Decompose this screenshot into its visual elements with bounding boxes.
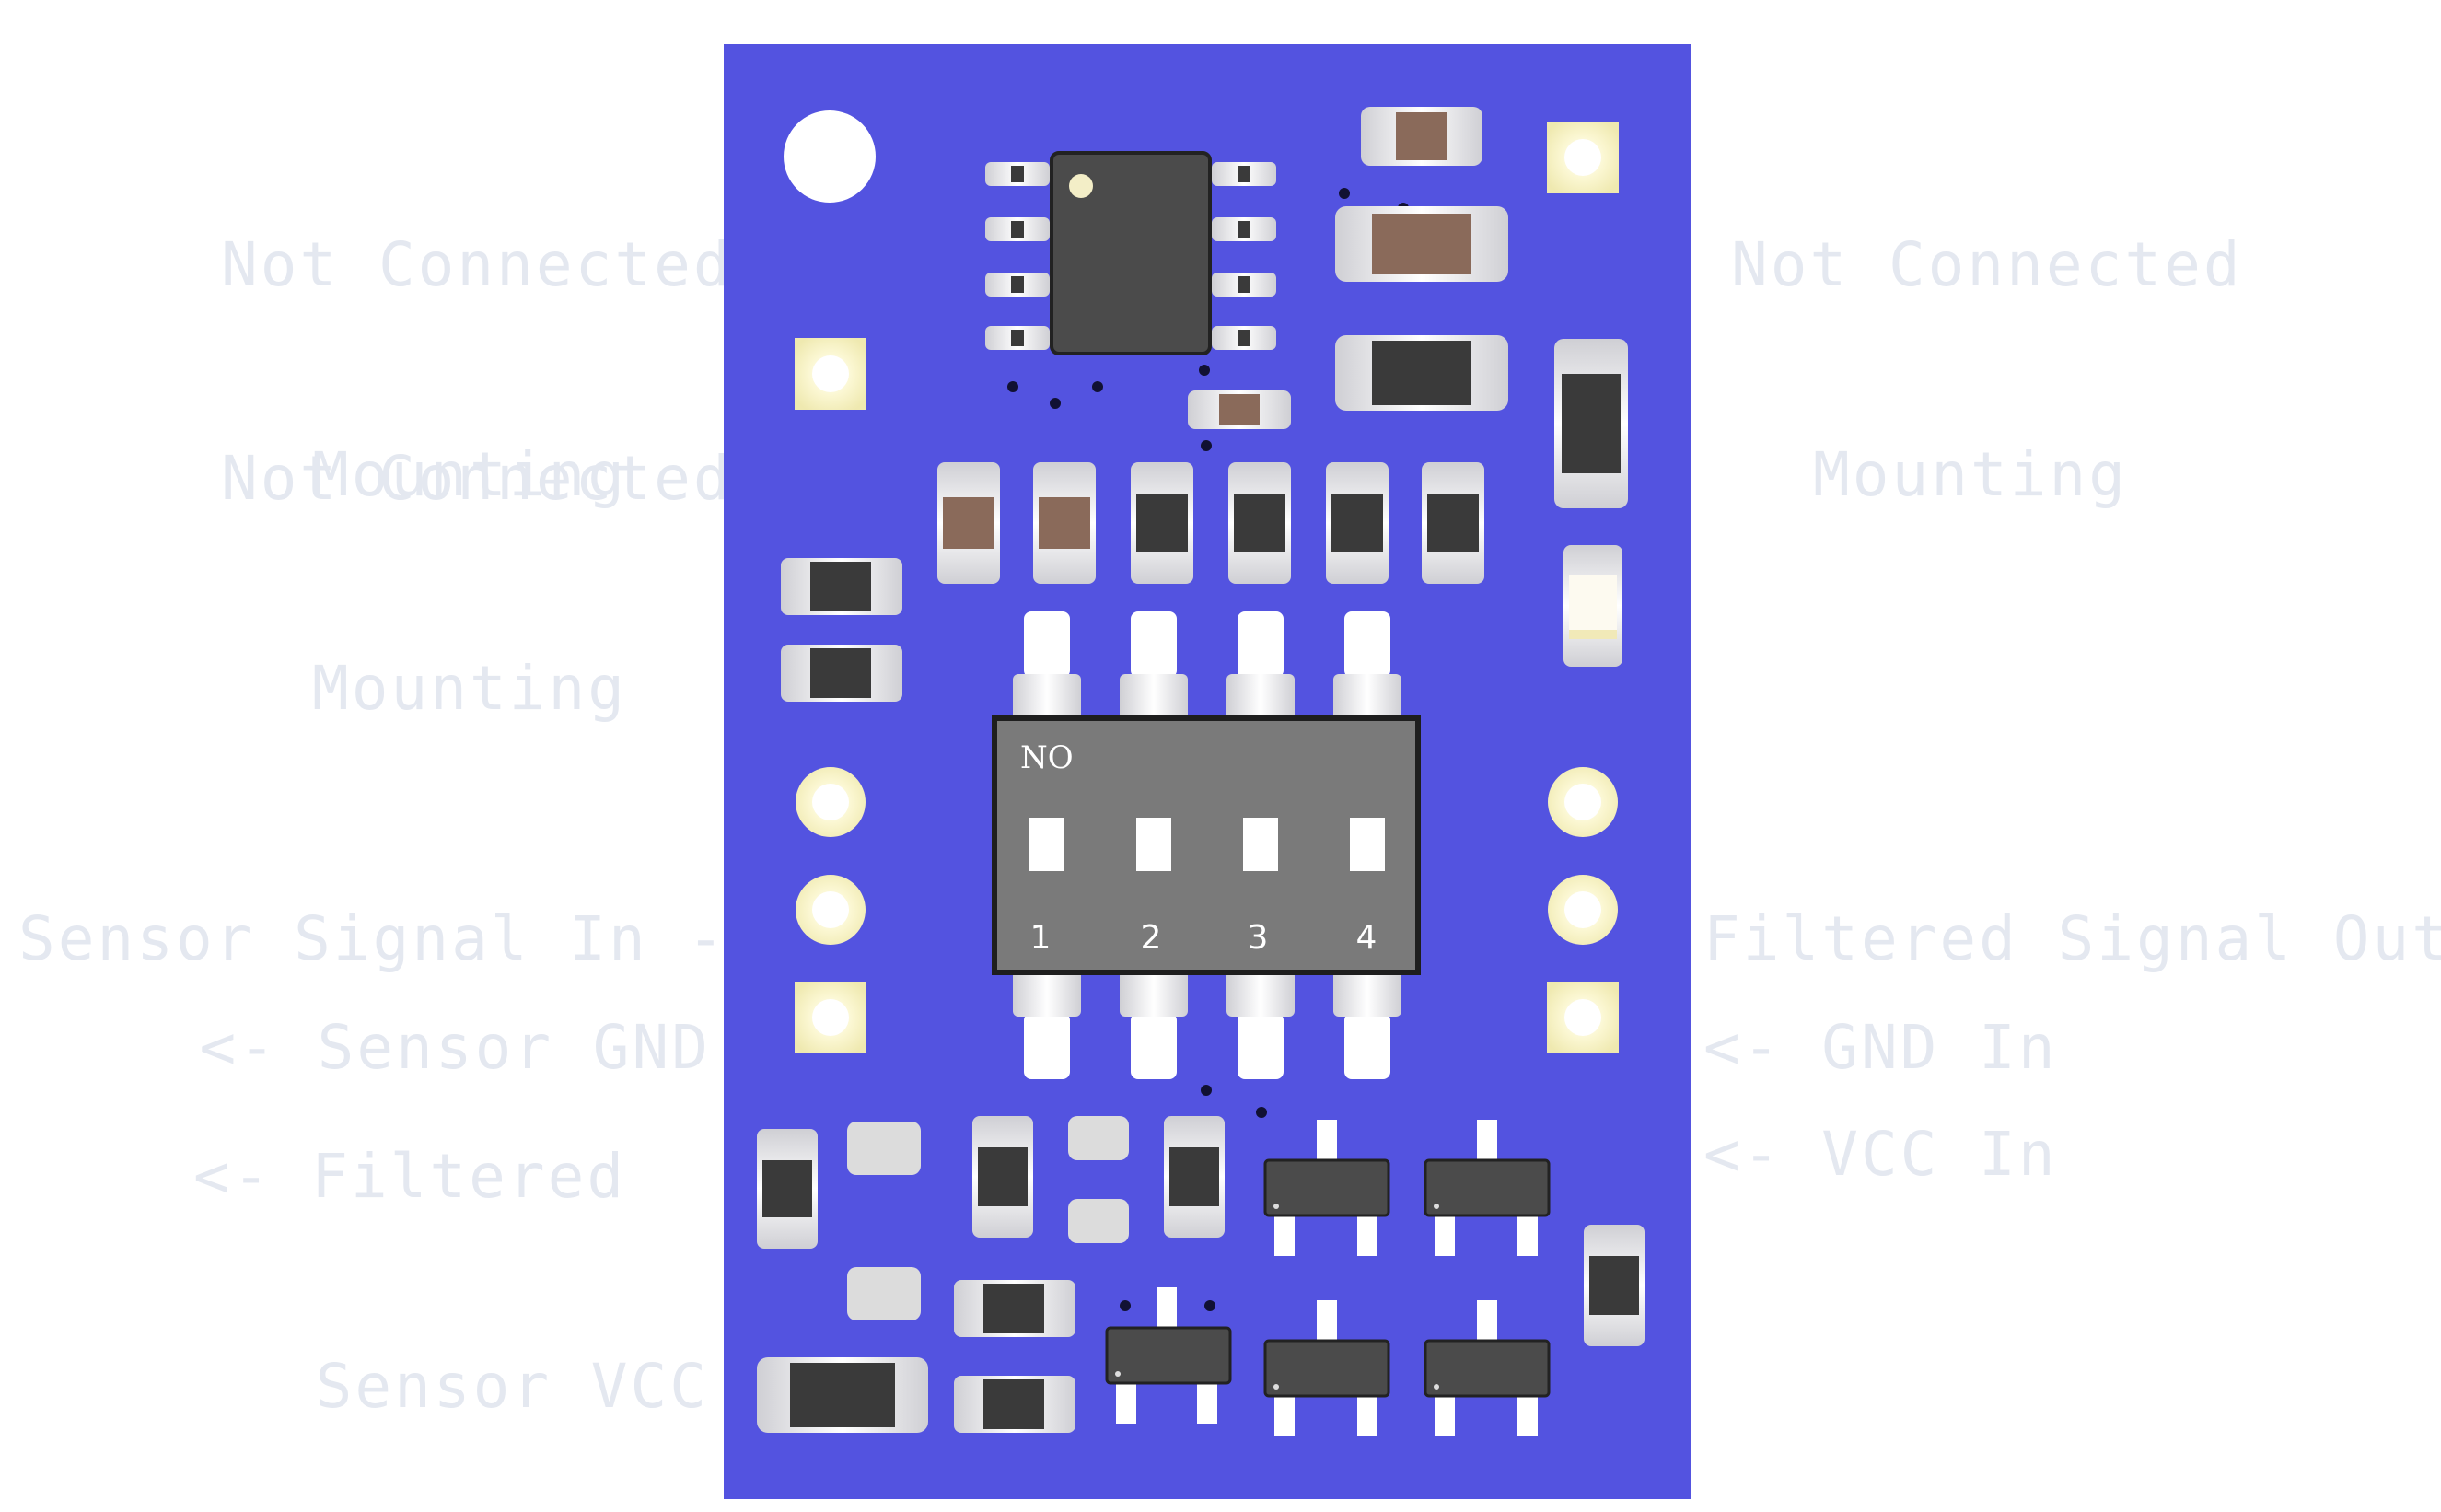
pad-gnd-in (1548, 875, 1618, 945)
ic-soic8 (985, 151, 1276, 355)
pad-sensor-signal-in (796, 767, 866, 837)
label-line: Mounting (312, 653, 627, 724)
label-vcc-in: <- VCC In (1703, 980, 2058, 1260)
resistor-r1 (1361, 107, 1482, 166)
capacitor-c14 (954, 1376, 1075, 1433)
label-line: <- VCC In (1703, 1119, 2058, 1190)
capacitor-c4 (1228, 462, 1291, 584)
transistor-q4 (1263, 1300, 1390, 1436)
label-line: Mounting (312, 439, 627, 510)
capacitor-c11 (1164, 1116, 1225, 1238)
transistor-q3 (1105, 1287, 1232, 1424)
dip-switch: NO 1 2 3 4 (992, 611, 1421, 1079)
label-not-connected-top-left: Not Connected Mounting (221, 90, 733, 580)
label-not-connected-top-right: Not Connected Mounting (1731, 90, 2243, 580)
resistor-r4 (937, 462, 1000, 584)
pad-sensor-gnd (796, 875, 866, 945)
capacitor-c1 (1335, 335, 1508, 411)
dip-mode-label: NO (1020, 739, 1074, 776)
capacitor-c15 (757, 1357, 928, 1433)
empty-pad (1068, 1116, 1129, 1160)
capacitor-c3 (1131, 462, 1193, 584)
label-line: Mounting (1813, 439, 2128, 510)
capacitor-c2 (1554, 339, 1628, 508)
resistor-r5 (1033, 462, 1096, 584)
pad-vcc-in (1547, 982, 1619, 1053)
label-gnd-in: <- GND In (1703, 873, 2058, 1153)
empty-pad (847, 1122, 921, 1175)
resistor-r2 (1335, 206, 1508, 282)
dip-position-label: 2 (1141, 919, 1162, 957)
capacitor-c8 (781, 645, 902, 702)
label-line: <- Sensor GND (199, 1012, 711, 1083)
transistor-q2 (1424, 1120, 1551, 1256)
mounting-pad-mid-left (795, 338, 866, 410)
label-filtered-sensor-vcc: <- Filtered Sensor VCC (193, 1002, 709, 1492)
label-line: Sensor VCC (315, 1351, 709, 1422)
capacitor-c5 (1326, 462, 1389, 584)
empty-pad (1068, 1199, 1129, 1243)
label-line: <- GND In (1703, 1012, 2058, 1083)
empty-pad (847, 1267, 921, 1320)
label-line: Filtered Signal Out-> (1703, 903, 2441, 974)
label-line: Not Connected (221, 443, 733, 514)
dip-position-label: 3 (1248, 919, 1269, 957)
dip-position-label: 1 (1030, 919, 1052, 957)
mounting-hole (784, 110, 876, 203)
label-not-connected-mid-left: Not Connected Mounting (221, 304, 733, 794)
capacitor-c12 (1584, 1225, 1645, 1346)
pad-filtered-sensor-vcc (795, 982, 866, 1053)
transistor-q5 (1424, 1300, 1551, 1436)
capacitor-c9 (757, 1129, 818, 1249)
label-filtered-signal-out: Filtered Signal Out-> (1703, 764, 2441, 1044)
label-line: Not Connected (1731, 229, 2243, 300)
transistor-q1 (1263, 1120, 1390, 1256)
vias (1007, 188, 1409, 1311)
capacitor-c10 (972, 1116, 1033, 1238)
pad-filtered-signal-out (1548, 767, 1618, 837)
capacitor-c13 (954, 1280, 1075, 1337)
resistor-r3 (1188, 390, 1291, 429)
led-indicator (1563, 545, 1622, 667)
mounting-pad-top-right (1547, 122, 1619, 193)
capacitor-c6 (1422, 462, 1484, 584)
label-line: <- Filtered (193, 1141, 627, 1212)
label-line: Not Connected (221, 229, 733, 300)
capacitor-c7 (781, 558, 902, 615)
dip-position-label: 4 (1356, 919, 1377, 957)
label-sensor-gnd: <- Sensor GND (18, 873, 711, 1153)
